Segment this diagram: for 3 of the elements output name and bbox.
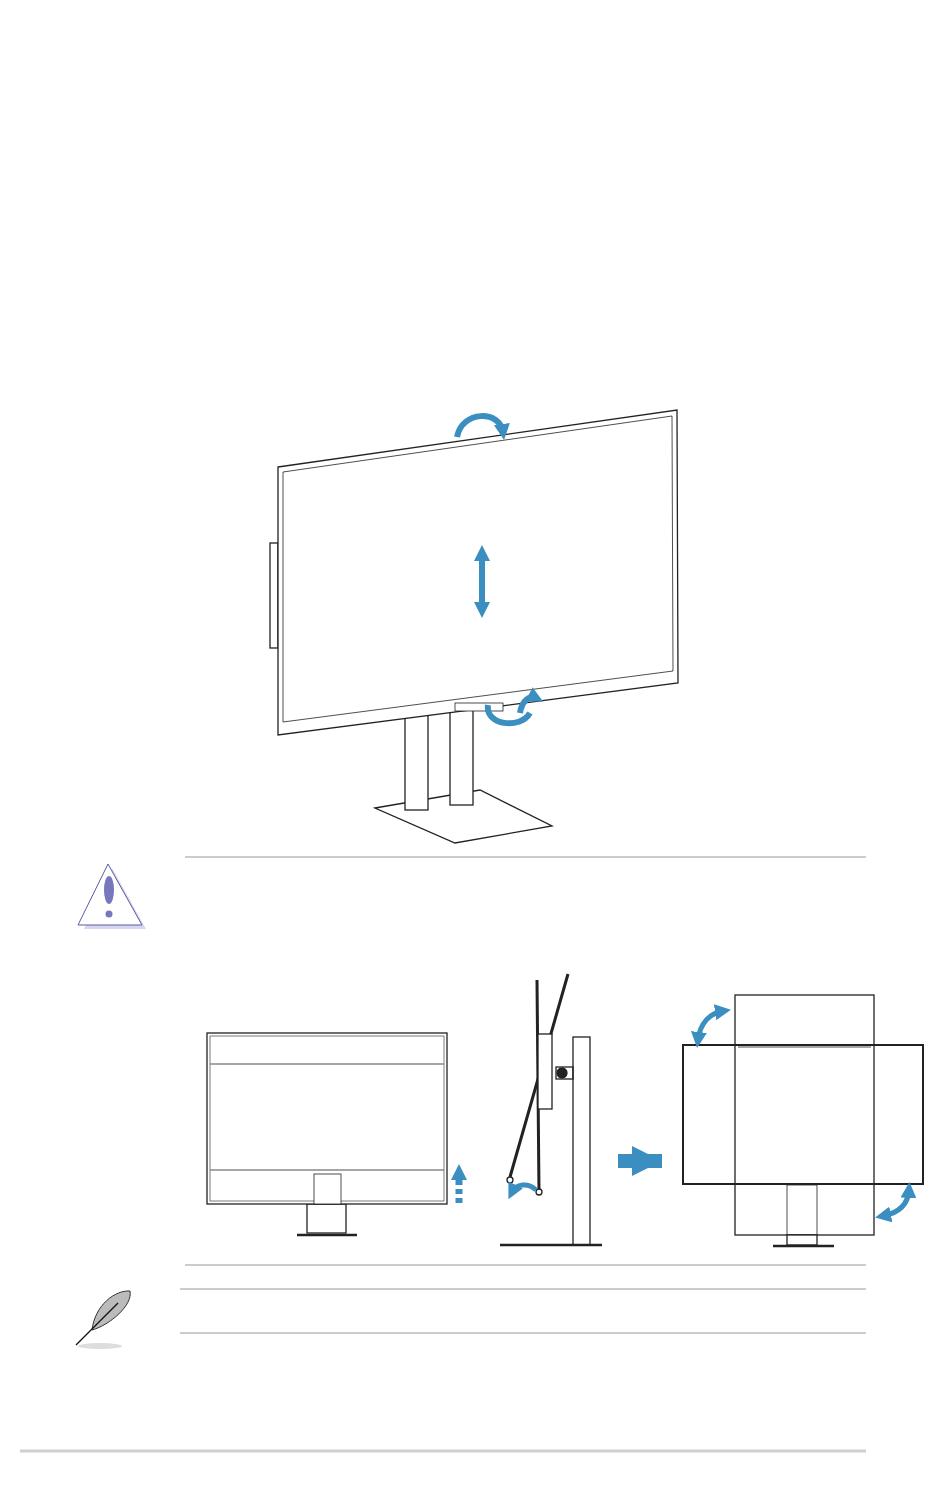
monitor-side-view-drawing bbox=[498, 972, 604, 1248]
arrow bbox=[618, 1146, 662, 1176]
monitor-rotated-view-drawing bbox=[680, 993, 926, 1249]
